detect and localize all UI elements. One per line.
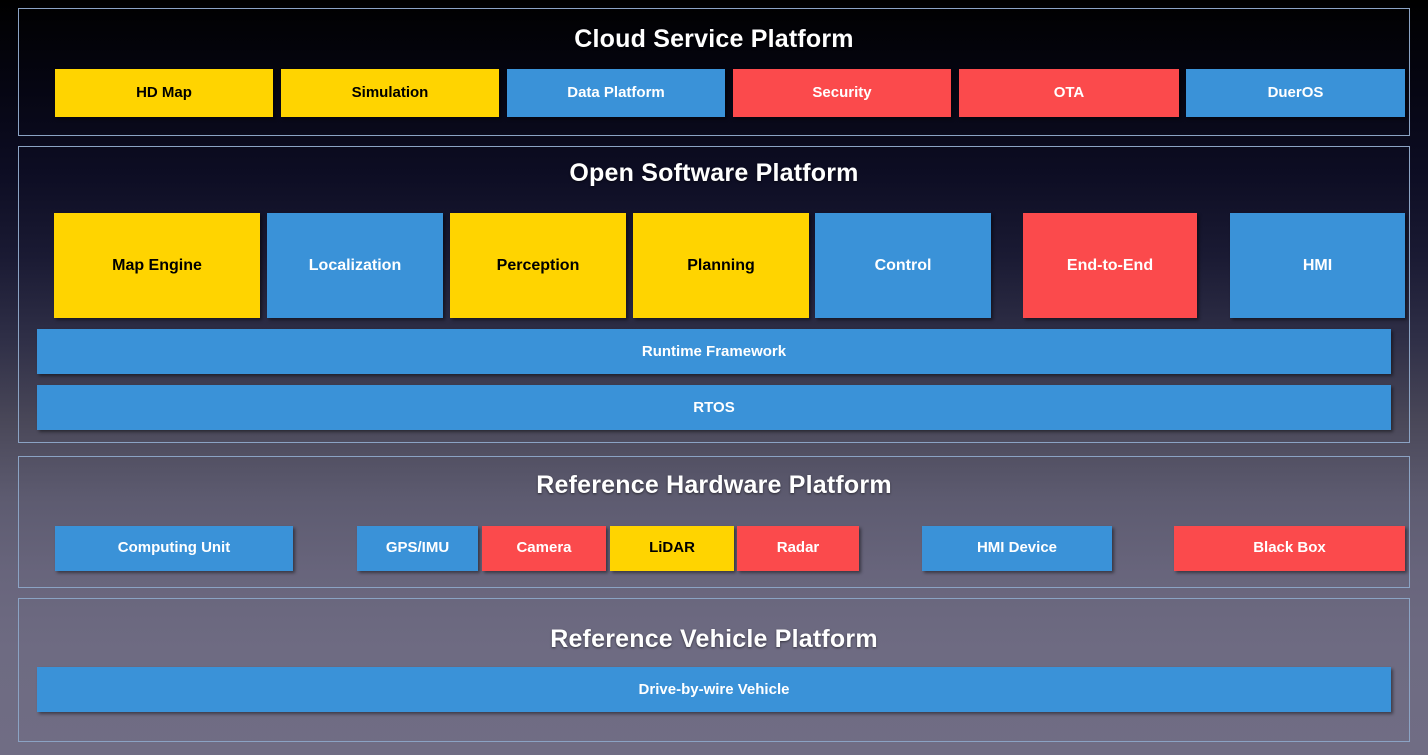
layer-panel-reference-hardware-platform: Reference Hardware Platform Computing Un… [18, 456, 1410, 588]
component-map-engine[interactable]: Map Engine [54, 213, 260, 318]
component-ota[interactable]: OTA [959, 69, 1179, 117]
component-runtime-framework[interactable]: Runtime Framework [37, 329, 1391, 374]
component-rtos[interactable]: RTOS [37, 385, 1391, 430]
component-dueros[interactable]: DuerOS [1186, 69, 1405, 117]
component-drive-by-wire-vehicle[interactable]: Drive-by-wire Vehicle [37, 667, 1391, 712]
component-black-box[interactable]: Black Box [1174, 526, 1405, 571]
component-camera[interactable]: Camera [482, 526, 606, 571]
component-simulation[interactable]: Simulation [281, 69, 499, 117]
component-hd-map[interactable]: HD Map [55, 69, 273, 117]
layer-title-open-software-platform: Open Software Platform [569, 159, 859, 187]
layer-title-cloud-service-platform: Cloud Service Platform [574, 25, 854, 53]
component-security[interactable]: Security [733, 69, 951, 117]
component-hmi-device[interactable]: HMI Device [922, 526, 1112, 571]
component-hmi[interactable]: HMI [1230, 213, 1405, 318]
layer-title-reference-vehicle-platform: Reference Vehicle Platform [550, 625, 878, 653]
layer-panel-open-software-platform: Open Software Platform Map Engine Locali… [18, 146, 1410, 443]
component-data-platform[interactable]: Data Platform [507, 69, 725, 117]
component-computing-unit[interactable]: Computing Unit [55, 526, 293, 571]
component-perception[interactable]: Perception [450, 213, 626, 318]
component-gps-imu[interactable]: GPS/IMU [357, 526, 478, 571]
component-lidar[interactable]: LiDAR [610, 526, 734, 571]
component-control[interactable]: Control [815, 213, 991, 318]
component-planning[interactable]: Planning [633, 213, 809, 318]
layer-title-reference-hardware-platform: Reference Hardware Platform [536, 471, 892, 499]
layer-panel-reference-vehicle-platform: Reference Vehicle Platform Drive-by-wire… [18, 598, 1410, 742]
component-radar[interactable]: Radar [737, 526, 859, 571]
layer-panel-cloud-service-platform: Cloud Service Platform HD Map Simulation… [18, 8, 1410, 136]
component-localization[interactable]: Localization [267, 213, 443, 318]
component-end-to-end[interactable]: End-to-End [1023, 213, 1197, 318]
